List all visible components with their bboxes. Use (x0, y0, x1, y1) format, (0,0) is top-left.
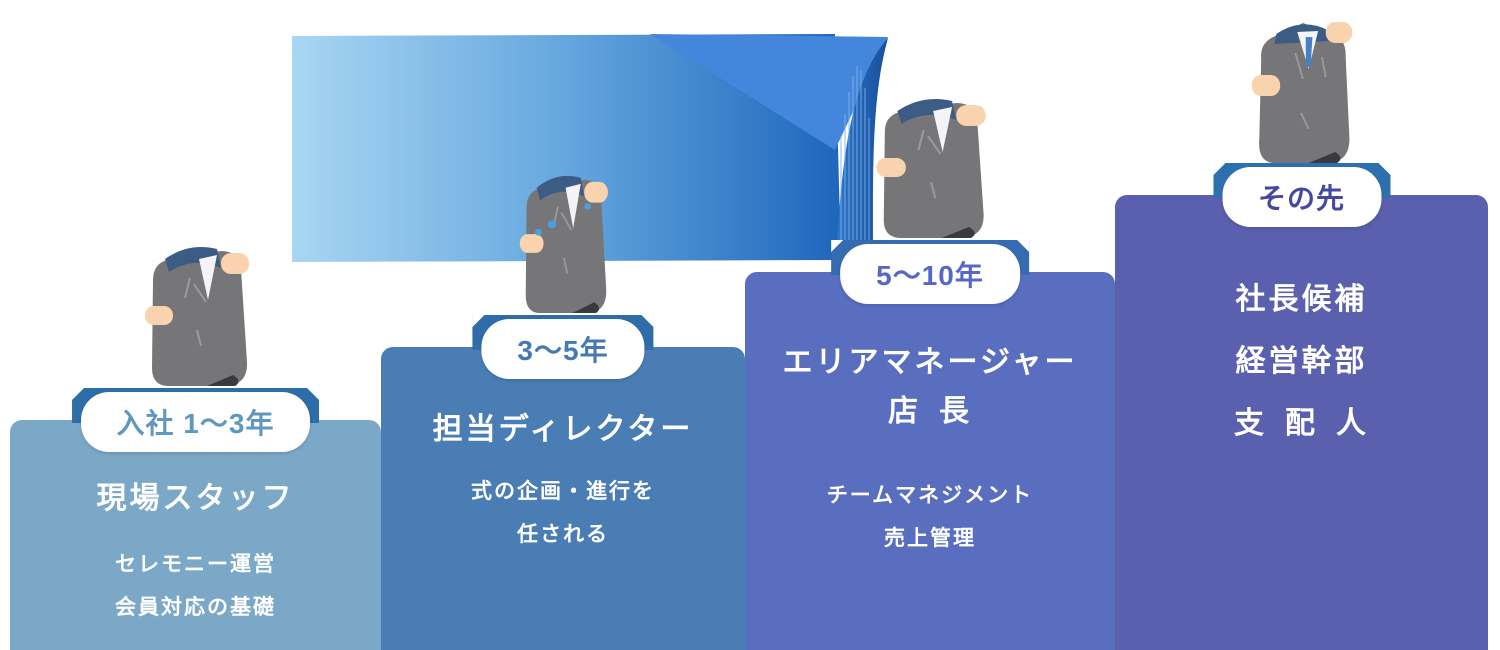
year-badge-tab: 入社 1〜3年 (71, 388, 320, 452)
title-line: 支 配 人 (1234, 407, 1369, 440)
desc-line: 売上管理 (884, 527, 976, 551)
step-title: 現場スタッフ (97, 476, 295, 521)
year-badge: 3〜5年 (481, 319, 645, 379)
band-corner-notch (307, 388, 320, 400)
year-badge: その先 (1221, 167, 1382, 227)
title-line: 担当ディレクター (432, 413, 694, 446)
arrow-body (292, 34, 841, 262)
step-card: 5〜10年 エリアマネージャー店 長 チームマネジメント売上管理 (745, 98, 1115, 650)
band-corner-notch (831, 240, 844, 252)
step-card: その先 社長候補経営幹部支 配 人 (1115, 22, 1488, 650)
desc-line: 任される (517, 523, 609, 547)
step-desc: 式の企画・進行を任される (471, 470, 655, 556)
year-badge: 5〜10年 (840, 244, 1020, 304)
businessman-bowing-icon (137, 244, 255, 390)
growth-arrow (292, 34, 888, 262)
step-desc: セレモニー運営会員対応の基礎 (115, 543, 276, 629)
businessman-bowing-sweat-icon (513, 173, 613, 317)
title-line: 経営幹部 (1235, 345, 1368, 378)
desc-line: チームマネジメント (826, 484, 1034, 507)
step-title: 社長候補経営幹部支 配 人 (1234, 277, 1369, 463)
desc-line: 式の企画・進行を (471, 480, 655, 503)
step-title: 担当ディレクター (433, 407, 694, 452)
step-card: 入社 1〜3年 現場スタッフ セレモニー運営会員対応の基礎 (10, 246, 381, 650)
desc-line: 会員対応の基礎 (115, 596, 276, 620)
title-line: 現場スタッフ (96, 482, 295, 515)
arrow-stripes (840, 66, 870, 260)
band-corner-notch (71, 388, 84, 400)
band-corner-notch (1016, 240, 1029, 252)
businessman-standing-icon (1246, 17, 1358, 165)
businessman-bowing-icon (868, 96, 992, 242)
desc-line: セレモニー運営 (115, 553, 276, 576)
band-corner-notch (1378, 163, 1391, 175)
year-badge-tab: 5〜10年 (831, 240, 1029, 304)
arrow-tip-highlight (650, 34, 888, 150)
band-corner-notch (1212, 163, 1225, 175)
title-line: エリアマネージャー (782, 346, 1078, 379)
title-line: 店 長 (888, 395, 972, 428)
band-corner-notch (472, 315, 485, 327)
title-line: 社長候補 (1235, 283, 1368, 316)
year-badge: 入社 1〜3年 (80, 392, 311, 452)
step-desc: チームマネジメント売上管理 (827, 474, 1033, 560)
year-badge-tab: その先 (1212, 163, 1391, 227)
year-badge-tab: 3〜5年 (472, 315, 654, 379)
step-card: 3〜5年 担当ディレクター 式の企画・進行を任される (381, 175, 745, 650)
step-title: エリアマネージャー店 長 (783, 340, 1078, 438)
band-corner-notch (641, 315, 654, 327)
